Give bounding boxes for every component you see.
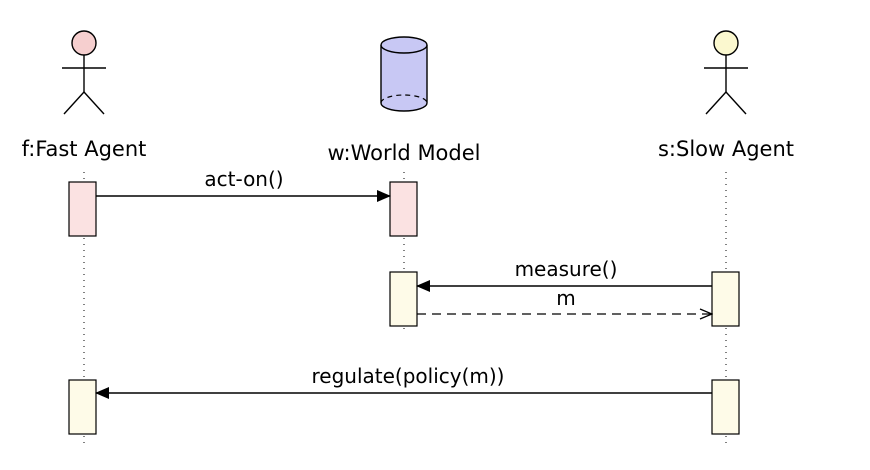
world-model-activation-2	[389, 271, 418, 327]
slow-agent-activation-1	[711, 271, 740, 327]
world-model-database-icon	[380, 36, 428, 112]
fast-agent-actor-icon	[62, 30, 106, 115]
slow-agent-actor-icon	[704, 30, 748, 115]
fast-agent-activation-1	[68, 181, 97, 237]
world-model-label: w:World Model	[327, 141, 480, 165]
world-model-activation-1	[389, 181, 418, 237]
slow-agent-activation-2	[711, 379, 740, 435]
regulate-label: regulate(policy(m))	[312, 364, 505, 388]
act-on-label: act-on()	[204, 167, 283, 191]
measure-label: measure()	[515, 257, 618, 281]
fast-agent-label: f:Fast Agent	[22, 137, 147, 161]
slow-agent-label: s:Slow Agent	[658, 137, 794, 161]
m-label: m	[556, 286, 575, 310]
fast-agent-activation-2	[68, 379, 97, 435]
